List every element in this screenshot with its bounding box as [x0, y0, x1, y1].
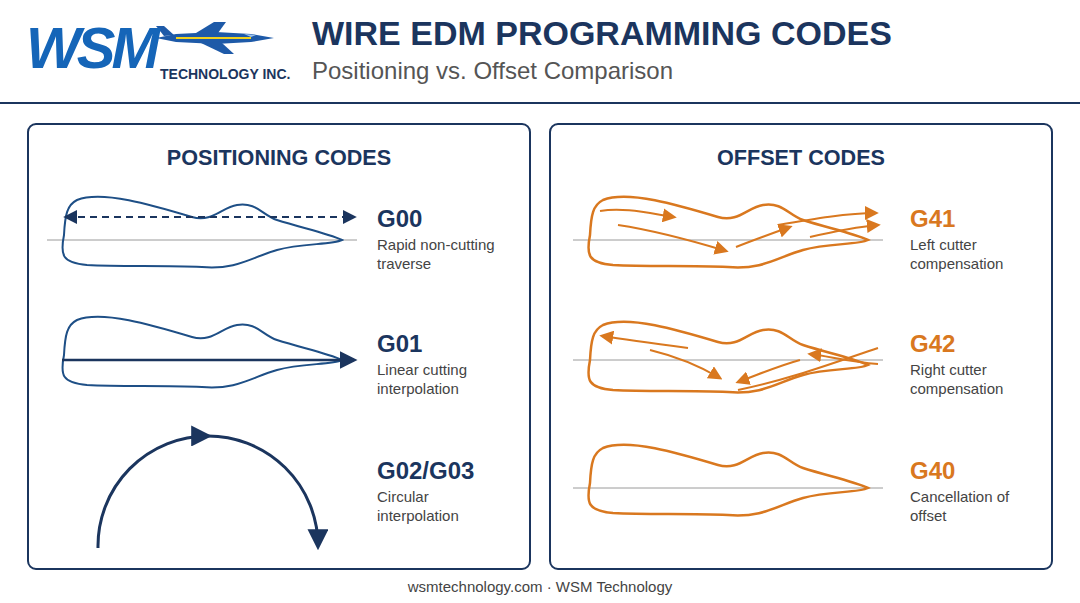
footer-caption: wsmtechnology.com · WSM Technology — [0, 578, 1080, 595]
title: WIRE EDM PROGRAMMING CODES — [312, 14, 892, 53]
g-code: G02/G03 — [377, 457, 474, 485]
panel-heading: OFFSET CODES — [551, 145, 1051, 171]
code-description: Left cutter compensation — [910, 235, 1038, 273]
g41-figure — [573, 197, 883, 268]
arc-figure — [98, 436, 318, 548]
code-description: Rapid non-cutting traverse — [377, 235, 505, 273]
code-description: Right cutter compensation — [910, 360, 1038, 398]
logo-subtitle: TECHNOLOGY INC. — [160, 66, 290, 82]
g00-figure — [47, 197, 357, 268]
g42-figure — [573, 322, 883, 393]
header-rule — [0, 102, 1080, 104]
code-description: Cancellation of offset — [910, 487, 1038, 525]
code-panel: POSITIONING CODES G00Rapid non-cutting tr… — [27, 123, 531, 570]
panel-heading: POSITIONING CODES — [29, 145, 529, 171]
code-description: Linear cutting interpolation — [377, 360, 505, 398]
code-description: Circular interpolation — [377, 487, 505, 525]
jet-icon — [156, 22, 274, 54]
g01-figure — [62, 317, 354, 388]
g-code: G01 — [377, 330, 422, 358]
g-code: G40 — [910, 457, 955, 485]
logo-wordmark: WSM — [26, 14, 156, 81]
g-code: G42 — [910, 330, 955, 358]
g40-figure — [573, 445, 883, 516]
g-code: G41 — [910, 205, 955, 233]
code-panel: OFFSET CODES G41Left cutter compensationG… — [549, 123, 1053, 570]
subtitle: Positioning vs. Offset Comparison — [312, 57, 673, 85]
g-code: G00 — [377, 205, 422, 233]
